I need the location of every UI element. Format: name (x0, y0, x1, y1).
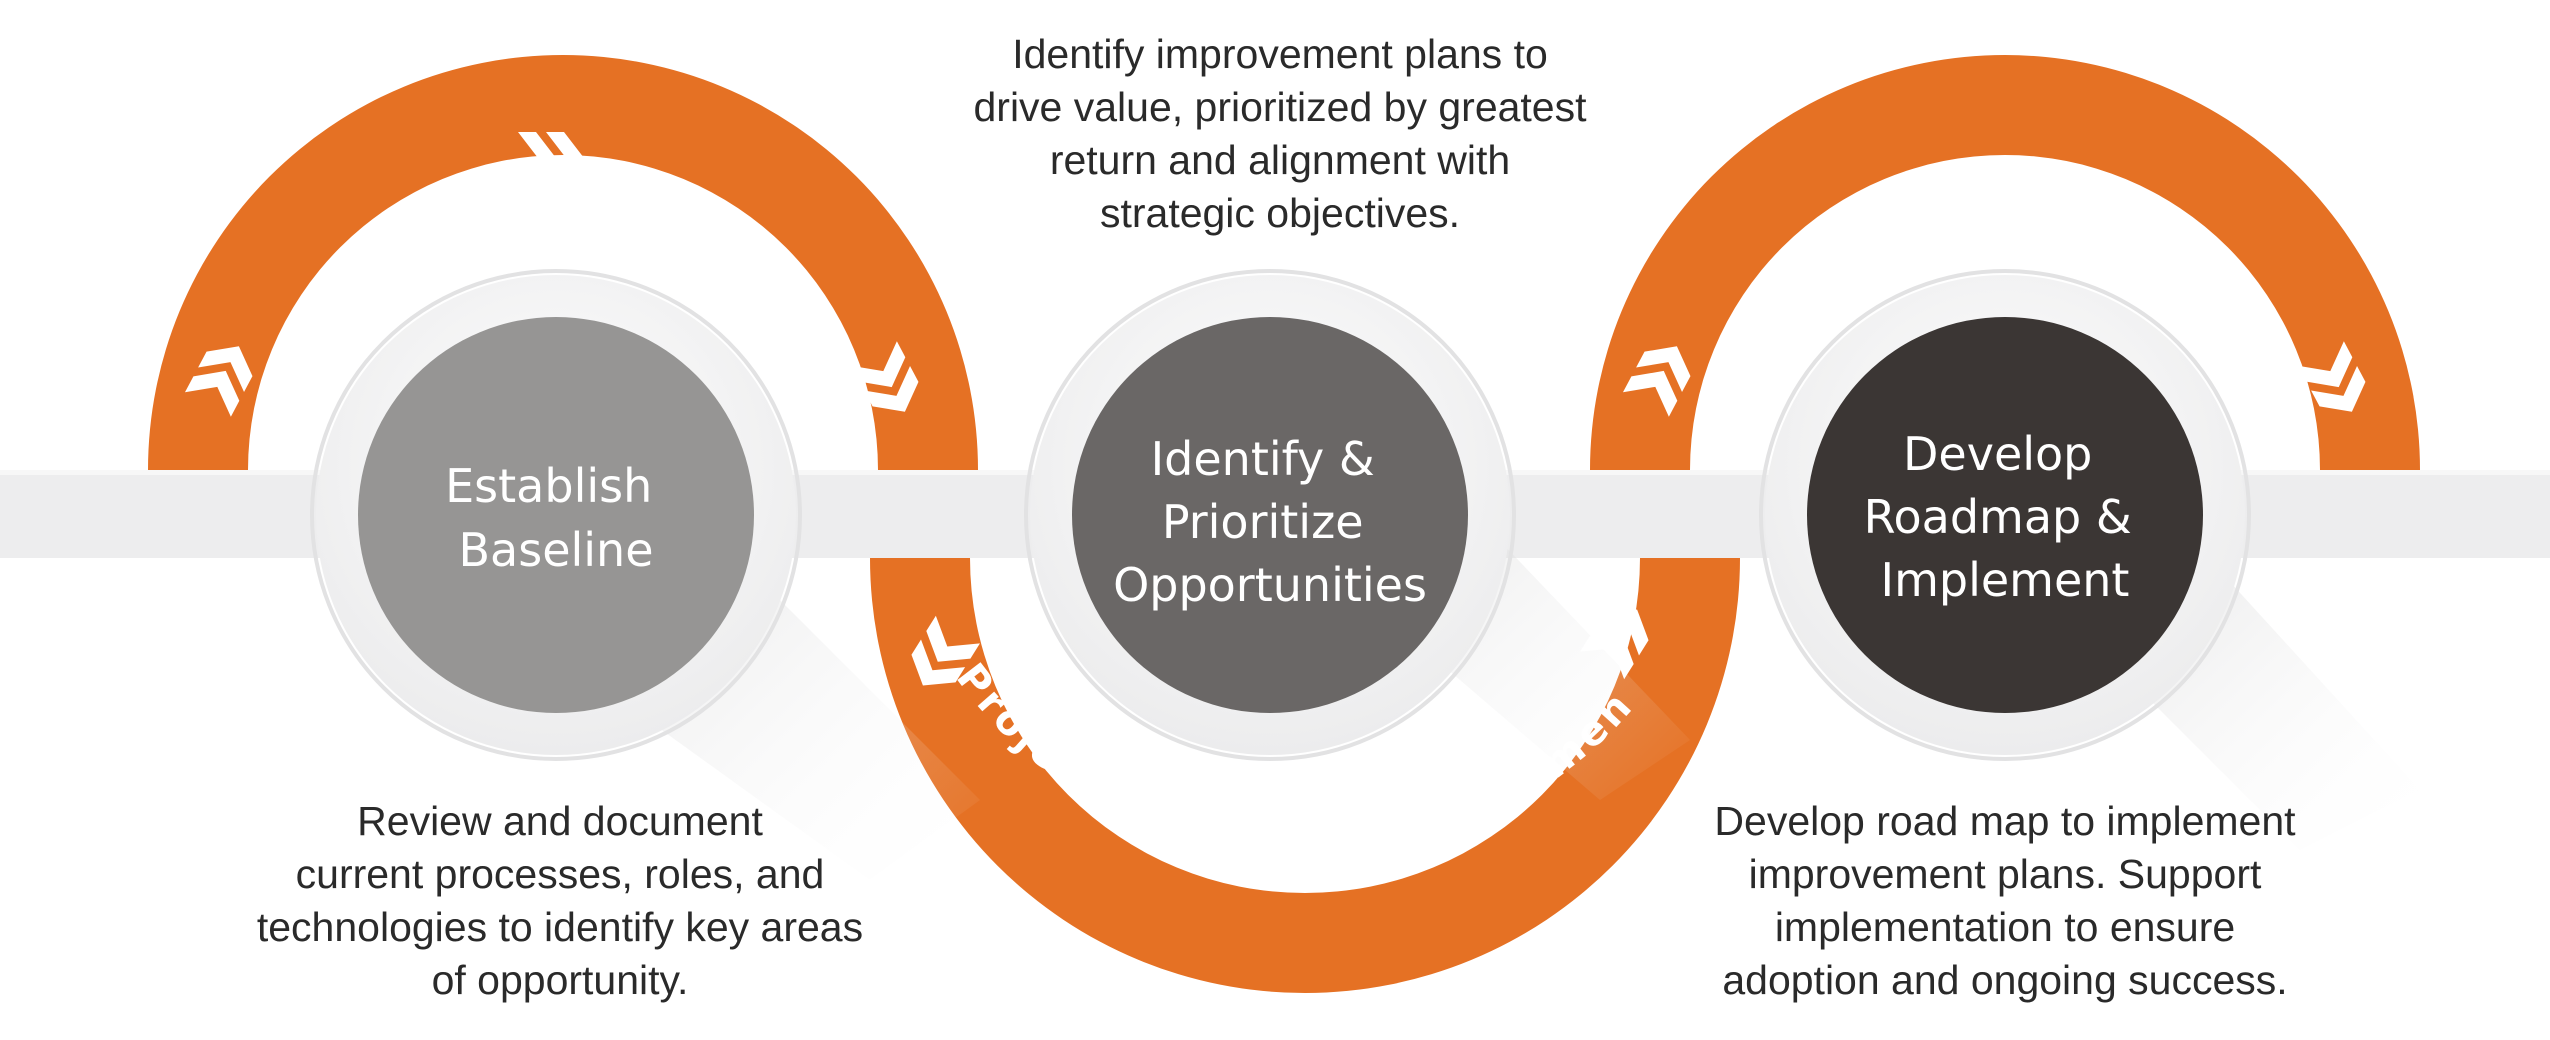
top-arc-left (148, 55, 978, 470)
step-1-desc-line-1: Review and document (357, 798, 763, 844)
double-chevron-icon (2297, 341, 2366, 412)
step-2-desc-line-3: return and alignment with (1049, 137, 1511, 183)
step-1-desc-line-4: of opportunity. (431, 957, 689, 1003)
step-3-node: Develop Roadmap & Implement (1759, 269, 2251, 761)
step-2-desc-line-1: Identify improvement plans to (1012, 31, 1548, 77)
step-1-desc-line-3: technologies to identify key areas (256, 904, 864, 950)
svg-text:Identify & Prioritize: Identify & Prioritize Opportunities (1113, 432, 1427, 612)
step-3-desc-line-4: adoption and ongoing success. (1722, 957, 2288, 1003)
bottom-arc (870, 558, 1740, 993)
step-3-label-line-1: Develop (1903, 427, 2092, 481)
double-chevron-icon (911, 615, 980, 686)
step-3-label-line-2: Roadmap & (1864, 490, 2132, 544)
step-1-desc-line-2: current processes, roles, and (295, 851, 825, 897)
step-1-description: Review and document current processes, r… (230, 795, 890, 1007)
double-chevron-icon (184, 346, 253, 417)
step-2-label-line-2: Prioritize (1162, 495, 1364, 549)
step-2-node: Identify & Prioritize Opportunities (1024, 269, 1516, 761)
step-3-desc-line-1: Develop road map to implement (1714, 798, 2296, 844)
top-arc-right (1590, 55, 2420, 470)
step-2-label-line-3: Opportunities (1113, 558, 1427, 612)
step-1-circle (358, 317, 754, 713)
step-2-circle (1072, 317, 1468, 713)
double-chevron-icon (850, 341, 919, 412)
double-chevron-icon (1622, 346, 1691, 417)
step-2-desc-line-4: strategic objectives. (1099, 190, 1461, 236)
step-3-circle (1807, 317, 2203, 713)
step-3-label-line-3: Implement (1881, 553, 2130, 607)
svg-text:Develop Roadmap &: Develop Roadmap & Implement (1864, 427, 2147, 607)
step-1-label-line-2: Baseline (458, 523, 653, 577)
step-2-desc-line-2: drive value, prioritized by greatest (973, 84, 1587, 130)
double-chevron-icon (1435, 132, 1501, 184)
step-3-desc-line-3: implementation to ensure (1774, 904, 2236, 950)
step-1-label-line-1: Establish (445, 459, 652, 513)
step-1-node: Establish Baseline (310, 269, 802, 761)
double-chevron-icon (518, 132, 584, 184)
step-2-label-line-1: Identify & (1151, 432, 1375, 486)
double-chevron-icon (1580, 609, 1649, 680)
svg-text:Establish Baseline: Establish Baseline (445, 459, 667, 577)
step-3-desc-line-2: improvement plans. Support (1748, 851, 2262, 897)
step-3-description: Develop road map to implement improvemen… (1660, 795, 2350, 1007)
step-2-description: Identify improvement plans to drive valu… (930, 28, 1630, 240)
